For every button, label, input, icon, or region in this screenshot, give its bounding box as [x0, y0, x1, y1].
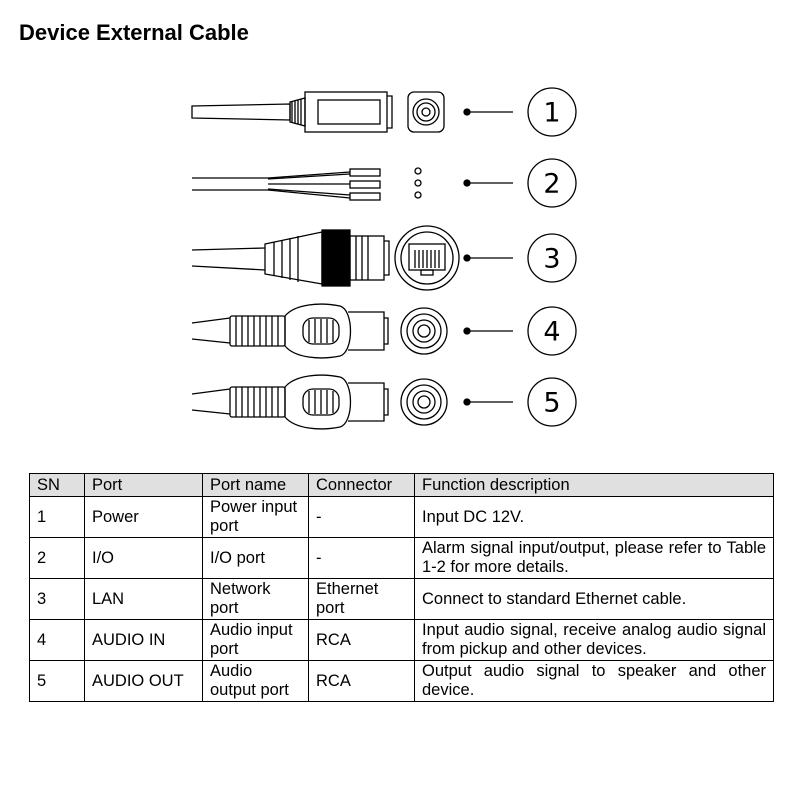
cell-port: AUDIO OUT	[84, 660, 203, 702]
dc-power-cable-icon	[191, 91, 393, 133]
rj45-ethernet-icon	[394, 225, 460, 291]
cell-sn: 5	[29, 660, 85, 702]
cell-connector: RCA	[308, 619, 415, 661]
page-title: Device External Cable	[19, 20, 249, 45]
table-row: 3 LAN Network port Ethernet port Connect…	[29, 578, 774, 620]
rca-audio-out-icon	[400, 378, 448, 426]
rca-audio-out-cable-icon	[191, 374, 389, 430]
leader-lines	[463, 108, 513, 406]
cell-port: I/O	[84, 537, 203, 579]
callout-5: 5	[543, 388, 560, 419]
callout-circles	[527, 87, 577, 427]
header-sn: SN	[29, 473, 85, 497]
header-connector: Connector	[308, 473, 415, 497]
cell-port: AUDIO IN	[84, 619, 203, 661]
callout-3: 3	[543, 244, 560, 275]
header-port: Port	[84, 473, 203, 497]
cell-connector: Ethernet port	[308, 578, 415, 620]
table-row: 2 I/O I/O port - Alarm signal input/outp…	[29, 537, 774, 579]
cell-function: Input audio signal, receive analog audio…	[414, 619, 774, 661]
cell-sn: 1	[29, 496, 85, 538]
cell-sn: 2	[29, 537, 85, 579]
cell-port-name: I/O port	[202, 537, 309, 579]
io-wires-icon	[192, 167, 422, 201]
rca-audio-in-cable-icon	[191, 303, 389, 359]
cell-connector: RCA	[308, 660, 415, 702]
cell-sn: 3	[29, 578, 85, 620]
cell-port-name: Audio output port	[202, 660, 309, 702]
cell-connector: -	[308, 537, 415, 579]
table-row: 1 Power Power input port - Input DC 12V.	[29, 496, 774, 538]
table-header-row: SN Port Port name Connector Function des…	[29, 473, 774, 497]
callout-4: 4	[543, 317, 560, 348]
callout-2: 2	[543, 169, 560, 200]
cell-port: LAN	[84, 578, 203, 620]
cell-connector: -	[308, 496, 415, 538]
port-table: SN Port Port name Connector Function des…	[29, 473, 774, 702]
cell-port-name: Audio input port	[202, 619, 309, 661]
header-port-name: Port name	[202, 473, 309, 497]
ethernet-cable-icon	[191, 229, 390, 287]
cell-function: Output audio signal to speaker and other…	[414, 660, 774, 702]
cell-port: Power	[84, 496, 203, 538]
cell-port-name: Network port	[202, 578, 309, 620]
rca-audio-in-icon	[400, 307, 448, 355]
table-row: 4 AUDIO IN Audio input port RCA Input au…	[29, 619, 774, 661]
callout-1: 1	[543, 98, 560, 129]
cell-function: Alarm signal input/output, please refer …	[414, 537, 774, 579]
header-function: Function description	[414, 473, 774, 497]
cable-diagram: 1 2 3 4 5	[191, 87, 577, 430]
cell-function: Input DC 12V.	[414, 496, 774, 538]
table-row: 5 AUDIO OUT Audio output port RCA Output…	[29, 660, 774, 702]
cell-sn: 4	[29, 619, 85, 661]
cell-port-name: Power input port	[202, 496, 309, 538]
cell-function: Connect to standard Ethernet cable.	[414, 578, 774, 620]
dc-power-jack-icon	[407, 91, 445, 133]
